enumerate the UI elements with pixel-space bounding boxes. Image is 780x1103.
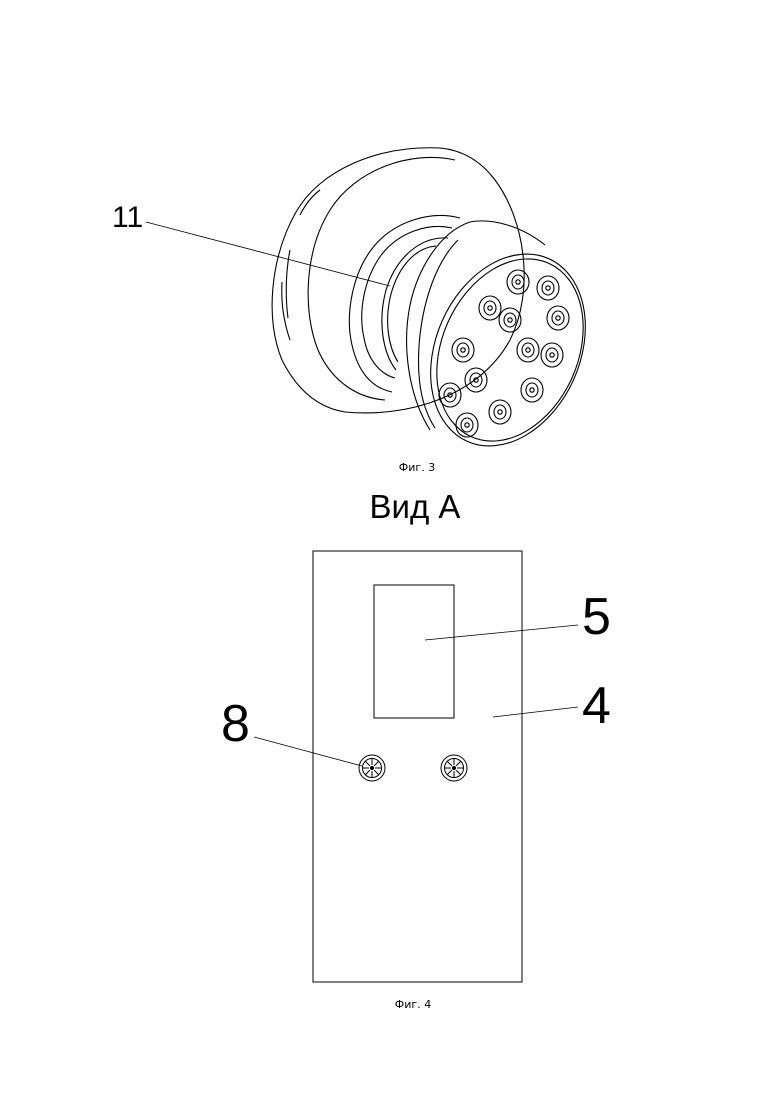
view-a-title: Вид А (370, 488, 461, 525)
nozzle-hole (456, 413, 478, 437)
nozzle-hole (521, 378, 543, 402)
nozzle-hole (479, 296, 501, 320)
head-front-face-rim (409, 236, 611, 465)
callout-11-label: 11 (112, 201, 143, 234)
nozzle-hole (465, 368, 487, 392)
flange-rim-left (286, 250, 290, 318)
callout-5-label: 5 (582, 588, 611, 646)
figure-3-caption: Фиг. 3 (399, 461, 435, 474)
figure-4-caption: Фиг. 4 (395, 998, 431, 1011)
callout-8-leader (254, 737, 362, 766)
nozzle-hole (541, 343, 563, 367)
outlet-nozzle-left (359, 755, 385, 781)
callout-4-leader (493, 707, 578, 717)
neck-cylinder-edge (388, 246, 436, 362)
head-cylinder-top (470, 221, 545, 245)
panel-body (313, 551, 522, 982)
nozzle-hole (489, 400, 511, 424)
callout-4-label: 4 (582, 677, 611, 735)
nozzle-hole (452, 338, 474, 362)
nozzle-hole (507, 270, 529, 294)
callout-8-label: 8 (221, 695, 250, 753)
figure-3-nozzle-assembly (146, 148, 614, 471)
display-window (374, 585, 454, 718)
flange-front-edge (308, 157, 455, 400)
head-front-face (402, 229, 615, 470)
nozzle-hole (537, 276, 559, 300)
callout-11-leader (146, 222, 390, 286)
outlet-nozzle-right (441, 755, 467, 781)
figure-4-front-panel (254, 551, 578, 982)
nozzle-hole (517, 338, 539, 362)
flange-outer-outline (272, 148, 524, 413)
callout-5-leader (425, 625, 578, 640)
nozzle-hole (547, 306, 569, 330)
flange-recess-ring (349, 216, 460, 392)
